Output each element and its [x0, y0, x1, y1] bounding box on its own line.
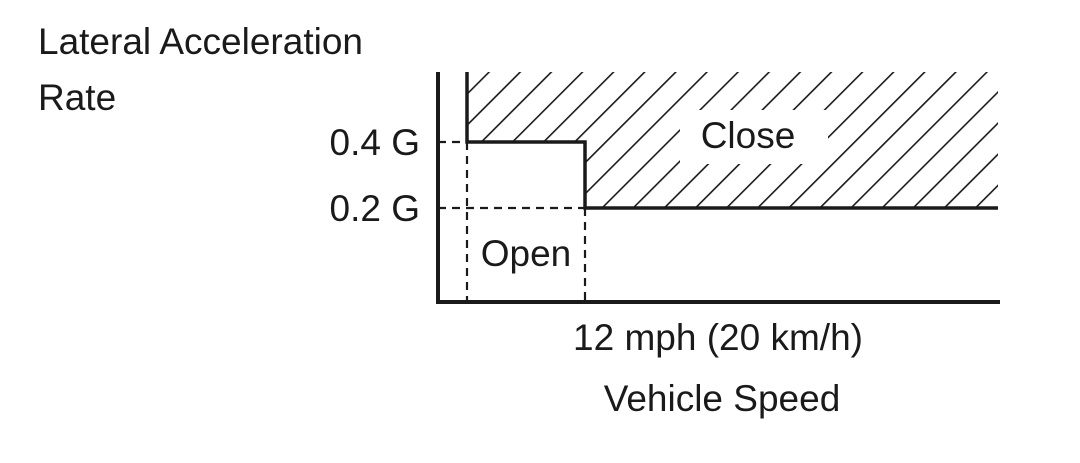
y-axis-title-line-1: Lateral Acceleration	[38, 21, 363, 62]
zone-boundary-line	[465, 72, 998, 210]
tick-0-2g: 0.2 G	[330, 188, 421, 229]
y-axis-title-line-2: Rate	[38, 77, 116, 118]
tick-0-4g: 0.4 G	[330, 122, 421, 163]
x-tick-12mph: 12 mph (20 km/h)	[573, 317, 863, 358]
x-axis-title: Vehicle Speed	[604, 378, 841, 419]
close-label-backing	[680, 110, 828, 164]
open-label: Open	[481, 233, 572, 274]
close-label: Close	[701, 115, 796, 156]
